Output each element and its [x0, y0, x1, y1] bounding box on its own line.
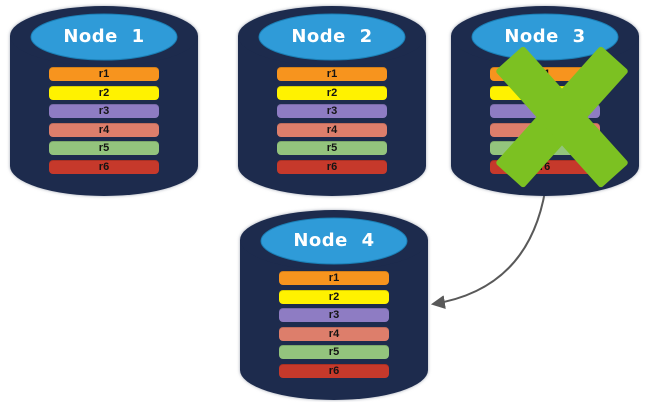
row-r4: r4	[277, 122, 387, 137]
database-cylinder-icon	[240, 210, 428, 400]
node-1: Node 1 r1 r2 r3 r4 r5 r6	[9, 5, 199, 197]
row-r2: r2	[49, 85, 159, 100]
row-r5: r5	[277, 141, 387, 155]
row-r6: r6	[279, 363, 389, 378]
row-r3: r3	[279, 308, 389, 322]
node-title: Node 2	[291, 26, 373, 47]
row-list: r1 r2 r3 r4 r5 r6	[49, 67, 159, 174]
node-title: Node 4	[293, 230, 375, 251]
row-r6: r6	[49, 159, 159, 174]
row-r1: r1	[49, 67, 159, 81]
row-r4: r4	[49, 122, 159, 137]
row-r3: r3	[49, 104, 159, 118]
row-r5: r5	[279, 345, 389, 359]
row-list: r1 r2 r3 r4 r5 r6	[279, 271, 389, 378]
row-r3: r3	[277, 104, 387, 118]
row-r2: r2	[277, 85, 387, 100]
row-r5: r5	[49, 141, 159, 155]
row-r2: r2	[279, 289, 389, 304]
failure-x-icon	[495, 45, 629, 189]
node-title: Node 3	[504, 26, 586, 47]
row-r6: r6	[277, 159, 387, 174]
node-2: Node 2 r1 r2 r3 r4 r5 r6	[237, 5, 427, 197]
row-list: r1 r2 r3 r4 r5 r6	[277, 67, 387, 174]
row-r4: r4	[279, 326, 389, 341]
node-4: Node 4 r1 r2 r3 r4 r5 r6	[239, 209, 429, 401]
row-r1: r1	[279, 271, 389, 285]
row-r1: r1	[277, 67, 387, 81]
node-title: Node 1	[63, 26, 145, 47]
